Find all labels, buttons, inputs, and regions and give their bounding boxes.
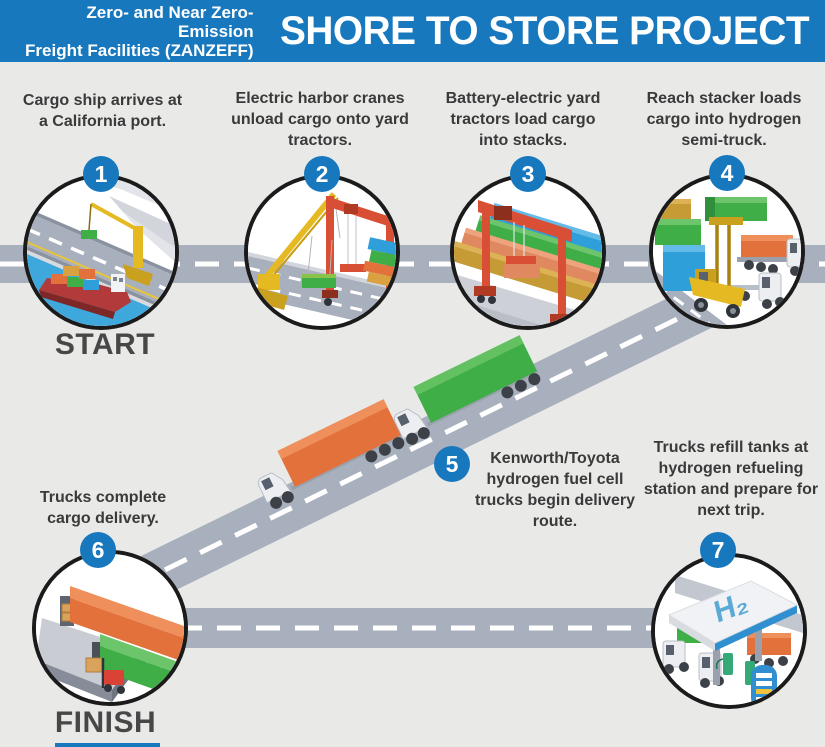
step-2-number: 2 [315, 160, 329, 187]
step-6-caption: Trucks complete cargo delivery. [39, 489, 167, 527]
program-line-2: Freight Facilities (ZANZEFF) [25, 40, 254, 60]
step-3-caption: Battery-electric yard tractors load carg… [445, 90, 601, 149]
step-7-badge: 7 [700, 532, 736, 568]
step-1-circle [23, 174, 179, 330]
hydrogen-refueling-station-icon: H₂ [655, 557, 803, 705]
step-2-badge: 2 [304, 156, 340, 192]
step-5-caption: Kenworth/Toyota hydrogen fuel cell truck… [474, 450, 636, 530]
step-4-circle [649, 173, 805, 329]
step-7-number: 7 [711, 536, 725, 563]
step-4-caption: Reach stacker loads cargo into hydrogen … [646, 90, 802, 149]
step-1-caption: Cargo ship arrives at a California port. [22, 92, 183, 130]
step-7-circle: H₂ [651, 553, 807, 709]
cargo-delivery-dock-icon [36, 554, 184, 702]
diagonal-road [117, 281, 723, 609]
header-bar: Zero- and Near Zero-Emission Freight Fac… [0, 0, 825, 62]
cargo-ship-at-port-icon [27, 178, 175, 326]
step-4-badge: 4 [709, 155, 745, 191]
step-1-badge: 1 [83, 156, 119, 192]
reach-stacker-loading-icon [653, 177, 801, 325]
program-line-1: Zero- and Near Zero-Emission [86, 2, 254, 41]
step-6-circle [32, 550, 188, 706]
finish-label: FINISH [54, 706, 157, 739]
footer-accent-bar [55, 743, 160, 747]
step-6-number: 6 [91, 536, 105, 563]
step-3-circle [450, 174, 606, 330]
step-3-badge: 3 [510, 156, 546, 192]
step-2-circle [244, 174, 400, 330]
step-2-caption: Electric harbor cranes unload cargo onto… [231, 90, 409, 149]
program-name: Zero- and Near Zero-Emission Freight Fac… [0, 3, 254, 60]
step-3-number: 3 [521, 160, 535, 187]
step-1-number: 1 [94, 160, 108, 187]
step-7-caption: Trucks refill tanks at hydrogen refuelin… [643, 439, 819, 519]
orange-truck [257, 399, 405, 509]
start-label: START [54, 328, 156, 361]
yard-tractor-stacks-icon [454, 178, 602, 326]
step-6-badge: 6 [80, 532, 116, 568]
infographic-title: SHORE TO STORE PROJECT [279, 8, 810, 53]
green-truck [393, 335, 541, 445]
step-5-badge: 5 [434, 446, 470, 482]
step-4-number: 4 [720, 159, 734, 186]
electric-harbor-cranes-icon [248, 178, 396, 326]
step-5-number: 5 [445, 450, 459, 477]
